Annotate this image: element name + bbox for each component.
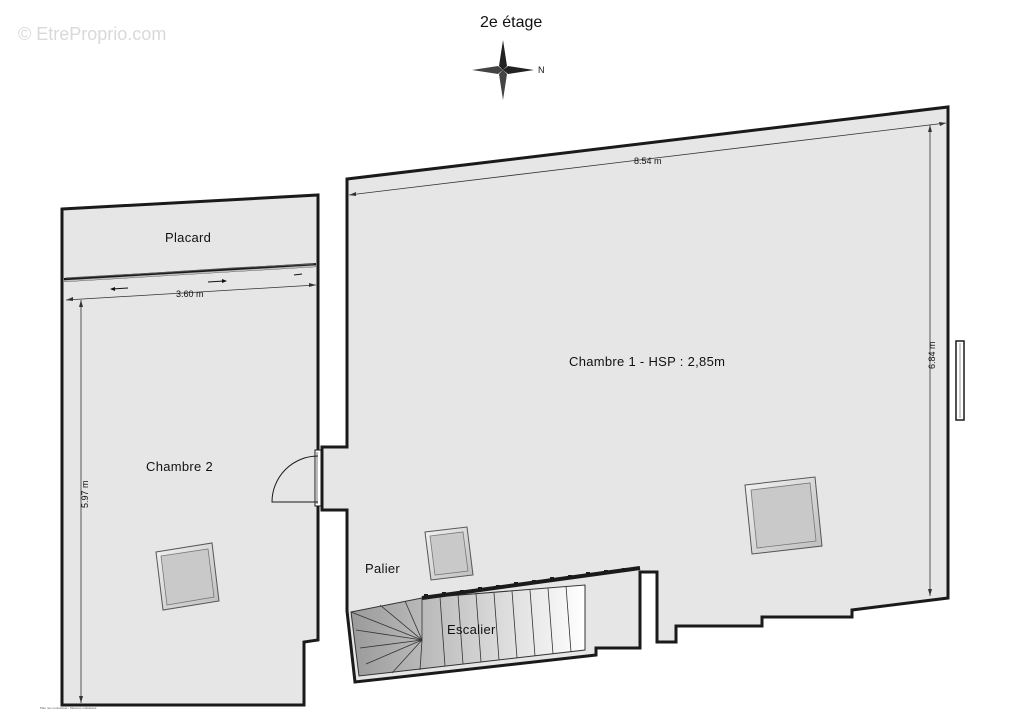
compass-icon: N	[472, 40, 545, 100]
chambre-2-width-dimension: 3.60 m	[65, 283, 317, 301]
chambre-2-skylight	[155, 542, 220, 611]
palier-label: Palier	[365, 561, 400, 576]
floor-title: 2e étage	[480, 14, 543, 31]
chambre-2-depth-dimension: 5.97 m	[79, 300, 90, 703]
palier-skylight	[424, 526, 474, 581]
chambre-2-floor	[60, 193, 320, 707]
footnote: Plan non contractuel - Mesures indicativ…	[40, 706, 97, 710]
chambre-1-window	[955, 340, 965, 421]
chambre-2-door	[271, 449, 322, 507]
placard-label: Placard	[165, 230, 211, 245]
chambre-1-skylight	[744, 476, 823, 555]
staircase	[350, 566, 641, 677]
placard-sliding-doors	[63, 263, 317, 291]
chambre-2-depth-label: 5.97 m	[80, 480, 90, 508]
slide-arrow-icon	[207, 280, 225, 283]
compass-north-label: N	[538, 65, 545, 75]
chambre-1-floor	[320, 105, 950, 684]
chambre-1-depth-dimension: 6.84 m	[927, 125, 937, 596]
chambre-2-width-label: 3.60 m	[176, 289, 204, 299]
chambre-2-label: Chambre 2	[146, 459, 213, 474]
chambre-1-width-label: 8.54 m	[634, 156, 662, 166]
chambre-1-depth-label: 6.84 m	[927, 341, 937, 369]
chambre-1-width-dimension: 8.54 m	[348, 122, 947, 196]
escalier-label: Escalier	[447, 622, 496, 637]
slide-arrow-icon	[293, 273, 303, 276]
chambre-1-label: Chambre 1 - HSP : 2,85m	[569, 354, 725, 369]
watermark: © EtreProprio.com	[18, 24, 167, 44]
